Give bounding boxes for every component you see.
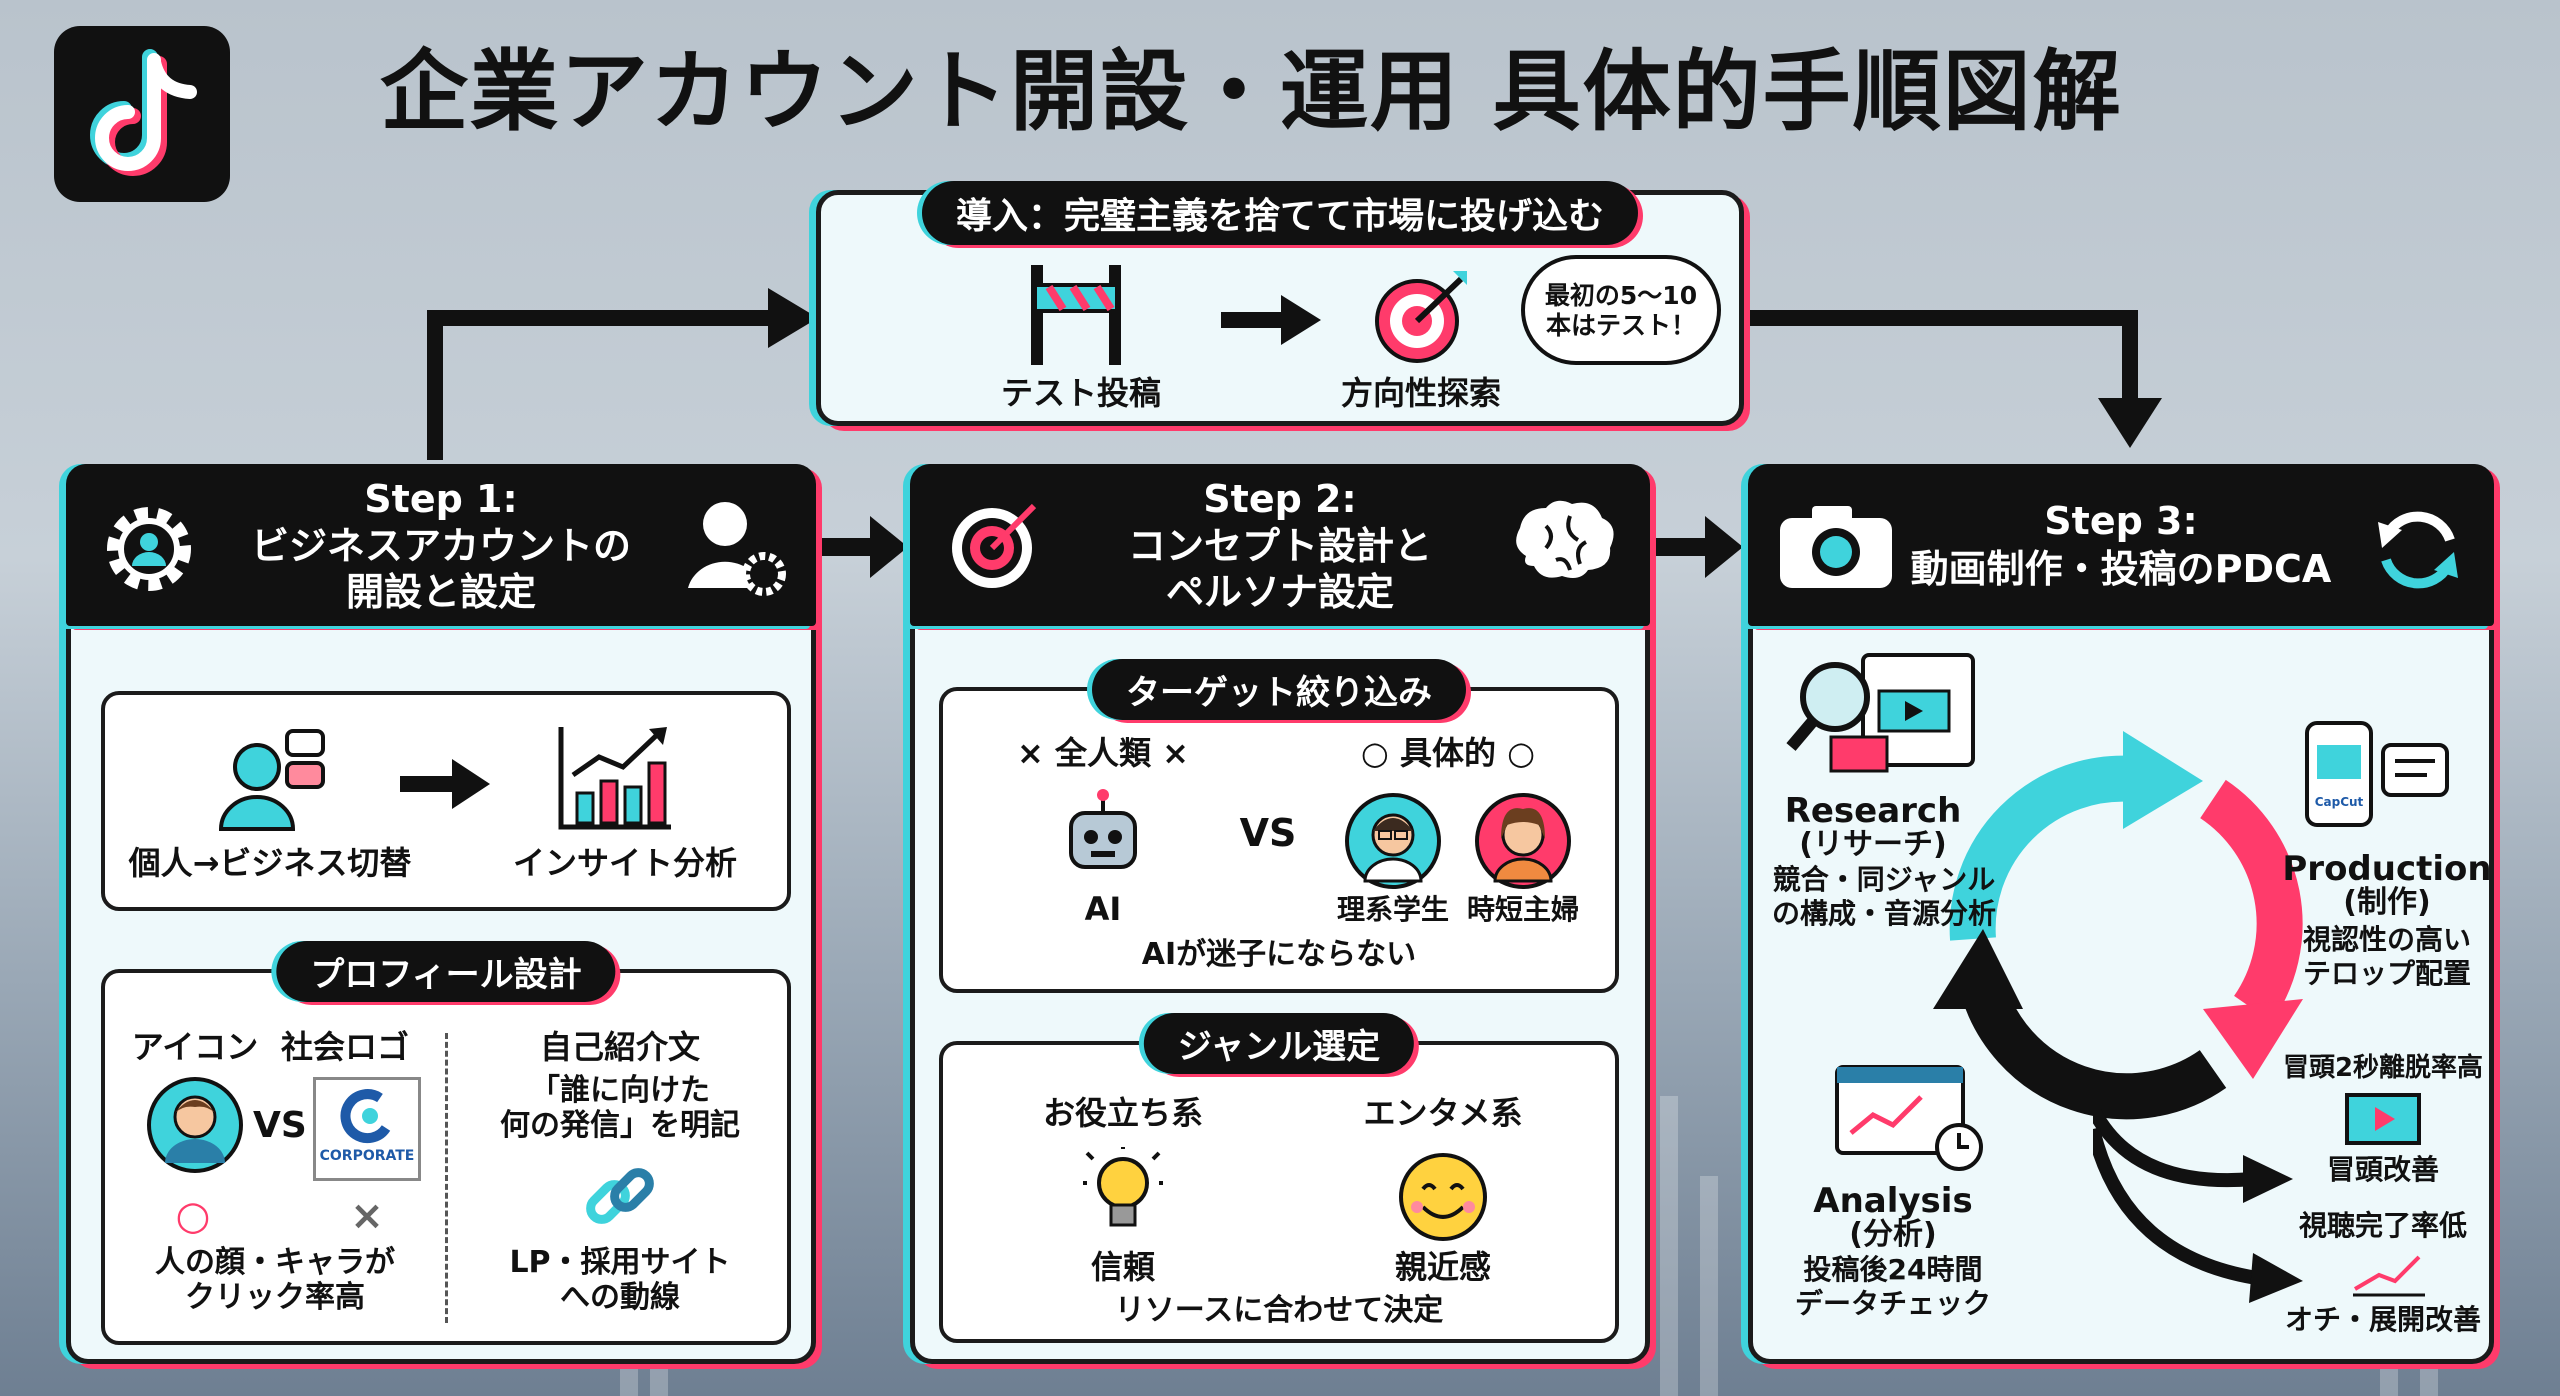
gear-user-icon [94,494,204,604]
analysis-label: Analysis [1813,1181,1973,1221]
genre2-sub: 親近感 [1394,1248,1491,1286]
video-icon [2343,1089,2423,1149]
brain-icon [1506,496,1626,596]
research-label: Research [1784,791,1962,831]
step1-label: Step 1: [364,477,518,521]
genre1-sub: 信頼 [1090,1248,1155,1286]
cross-mark: × [350,1193,384,1239]
arrow-right-icon [400,759,490,809]
genre-card: ジャンル選定 お役立ち系 エンタメ系 信頼 親近感 リソースに合わせて決定 [939,1013,1619,1343]
barrier-icon [1021,265,1131,365]
person-chat-icon [215,729,335,839]
step2-title: コンセプト設計と ペルソナ設定 [1127,524,1432,614]
student-avatar-icon [1343,791,1443,891]
step2-header: Step 2: コンセプト設計と ペルソナ設定 [910,464,1650,626]
circle-mark: ○ [175,1193,211,1239]
genre-title: ジャンル選定 [1143,1013,1415,1074]
ai-note: AIが迷子にならない [1141,937,1417,972]
account-switch-card: 個人→ビジネス切替 インサイト分析 [101,691,791,911]
step2-panel: Step 2: コンセプト設計と ペルソナ設定 ターゲット絞り込み × 全人類 … [910,464,1650,1364]
link-note: LP・採用サイト への動線 [509,1245,731,1316]
target-card: ターゲット絞り込み × 全人類 × ○ 具体的 ○ AI VS 理系学生 時短主… [939,659,1619,993]
capcut-phone-icon [2303,719,2453,829]
genre-note: リソースに合わせて決定 [1114,1293,1444,1328]
growth-chart-icon [555,723,675,833]
icon-label: アイコン [131,1028,259,1066]
good-target-label: ○ 具体的 ○ [1360,734,1536,772]
direction-label: 方向性探索 [1340,374,1501,412]
step3-label: Step 3: [2044,499,2198,543]
tiktok-logo-icon [54,26,230,202]
arrow-right-icon [1221,295,1321,345]
ai-label: AI [1084,890,1122,928]
persona1-label: 理系学生 [1336,893,1449,926]
capcut-label: CapCut [2314,795,2364,809]
bubble-text: 最初の5〜10 本はテスト！ [1544,281,1698,340]
vs-label: VS [1239,811,1297,855]
lightbulb-icon [1083,1145,1163,1245]
branch1-bottom: 冒頭改善 [2326,1153,2439,1186]
target-title: ターゲット絞り込み [1092,659,1466,720]
step1-title: ビジネスアカウントの 開設と設定 [250,524,631,614]
branch2-top: 視聴完了率低 [2298,1209,2467,1242]
analysis-jp: (分析) [1849,1217,1937,1252]
production-label: Production [2282,849,2492,889]
research-note: 競合・同ジャンル の構成・音源分析 [1771,863,1996,930]
test-post-label: テスト投稿 [1001,374,1162,412]
target-icon [944,494,1044,594]
research-jp: (リサーチ) [1799,827,1947,862]
intro-panel: 導入：完璧主義を捨てて市場に投げ込む テスト投稿 方向性探索 最初の5〜10 本… [816,181,1744,426]
link-icon [580,1157,660,1237]
profile-card: プロフィール設計 アイコン 社会ロゴ VS CORPORATE ○ × 人の顔・… [101,941,791,1345]
bio-title: 自己紹介文 [539,1028,700,1066]
page-title: 企業アカウント開設・運用 具体的手順図解 [380,40,2123,143]
corporate-logo-box: CORPORATE [313,1077,421,1181]
trend-icon [2349,1249,2429,1299]
step2-label: Step 2: [1203,477,1357,521]
production-note: 視認性の高い テロップ配置 [2302,923,2471,990]
refresh-icon [2368,500,2468,600]
branch1-top: 冒頭2秒離脱率高 [2282,1053,2484,1083]
speech-bubble [1521,255,1721,365]
face-note: 人の顔・キャラが クリック率高 [155,1245,395,1316]
persona2-label: 時短主婦 [1466,893,1579,926]
camera-icon [1776,502,1896,592]
step3-panel: Step 3: 動画制作・投稿のPDCA Research (リサーチ) 競合・… [1748,464,2494,1364]
step1-header: Step 1: ビジネスアカウントの 開設と設定 [66,464,816,626]
bad-target-label: × 全人類 × [1017,734,1189,772]
analysis-note: 投稿後24時間 データチェック [1794,1253,1991,1320]
vs-label: VS [253,1105,307,1146]
smiley-icon [1395,1149,1491,1245]
profile-title: プロフィール設計 [276,941,616,1002]
step1-panel: Step 1: ビジネスアカウントの 開設と設定 個人→ビジネス切替 インサイト… [66,464,816,1364]
intro-title: 導入：完璧主義を捨てて市場に投げ込む [921,181,1639,245]
user-settings-icon [680,492,790,602]
face-avatar-icon [145,1075,245,1175]
genre1-label: お役立ち系 [1042,1094,1203,1132]
analytics-icon [1833,1063,1983,1173]
step3-header: Step 3: 動画制作・投稿のPDCA [1748,464,2494,626]
logo-label: 社会ロゴ [280,1028,409,1066]
insight-label: インサイト分析 [512,844,737,882]
branch2-bottom: オチ・展開改善 [2284,1303,2481,1336]
branch-arrows [2093,1109,2313,1309]
divider [445,1033,448,1323]
pdca-cycle-icon [1913,709,2333,1129]
switch-label: 個人→ビジネス切替 [128,844,412,882]
genre2-label: エンタメ系 [1363,1094,1523,1132]
housewife-avatar-icon [1473,791,1573,891]
research-icon [1783,651,1983,781]
robot-icon [1053,787,1153,887]
corporate-text: CORPORATE [319,1148,415,1164]
step3-title: 動画制作・投稿のPDCA [1910,547,2332,591]
production-jp: (制作) [2343,885,2431,920]
bio-note: 「誰に向けた 何の発信」を明記 [500,1073,740,1144]
target-icon [1371,267,1471,367]
